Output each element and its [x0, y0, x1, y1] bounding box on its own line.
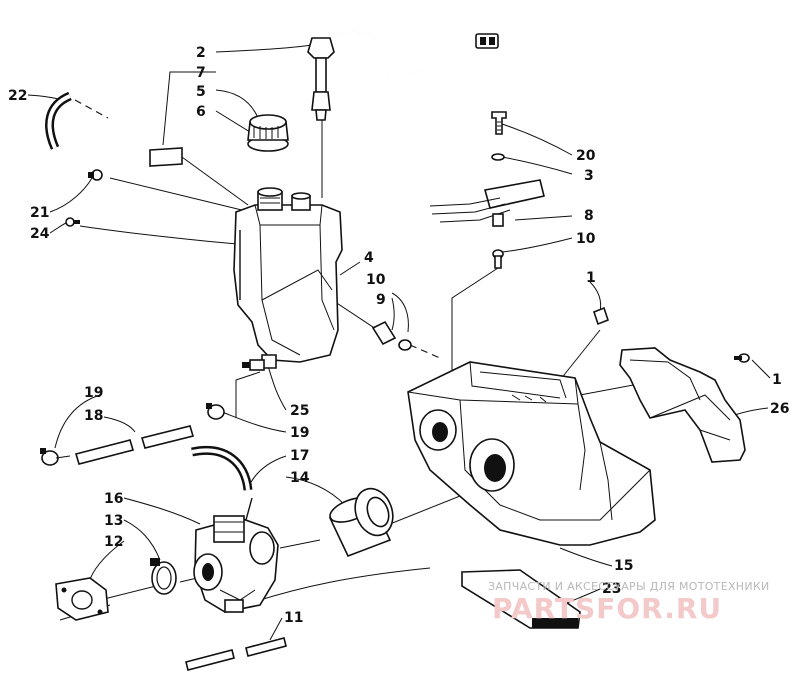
fuel-hose [74, 425, 195, 465]
screw-24 [65, 217, 80, 227]
impulse-hose [191, 446, 253, 491]
callout-22: 22 [8, 88, 27, 104]
callout-21: 21 [30, 205, 49, 221]
callout-1-top: 1 [586, 270, 596, 286]
tank-cap [247, 114, 289, 152]
tank-fitting [242, 359, 265, 371]
carburetor [193, 497, 279, 613]
callout-20: 20 [576, 148, 596, 164]
switch-assembly [429, 111, 545, 269]
callout-8: 8 [584, 208, 594, 224]
drain-hose [185, 637, 287, 671]
airbox-gasket [461, 569, 581, 629]
callout-24: 24 [30, 226, 50, 242]
callout-14: 14 [290, 470, 310, 486]
leader-lines [27, 43, 771, 641]
vent-hose [45, 91, 72, 150]
callout-2: 2 [196, 45, 206, 61]
callout-19-left: 19 [84, 385, 103, 401]
callout-18: 18 [84, 408, 103, 424]
oil-tank [233, 187, 343, 369]
callout-26: 26 [770, 401, 789, 417]
callout-6: 6 [196, 104, 206, 120]
callout-4: 4 [364, 250, 374, 266]
screw-1 [734, 353, 750, 363]
callout-13: 13 [104, 513, 123, 529]
callout-17: 17 [290, 448, 309, 464]
carb-clamp [150, 558, 177, 595]
watermark: ЗАПЧАСТИ И АКСЕССУАРЫ ДЛЯ МОТОТЕХНИКИ PA… [488, 580, 770, 625]
callout-16: 16 [104, 491, 123, 507]
screw-21 [88, 169, 103, 181]
callout-7: 7 [196, 65, 206, 81]
decal [149, 147, 183, 167]
callout-9: 9 [376, 292, 386, 308]
callout-1-right: 1 [772, 372, 782, 388]
callout-3: 3 [584, 168, 594, 184]
bracket [619, 347, 746, 463]
watermark-logo: PARTSFOR.RU [492, 592, 722, 625]
choke-cable [307, 30, 499, 121]
watermark-subtitle: ЗАПЧАСТИ И АКСЕССУАРЫ ДЛЯ МОТОТЕХНИКИ [488, 580, 770, 593]
callout-10-right: 10 [576, 231, 596, 247]
callout-15: 15 [614, 558, 633, 574]
callout-25: 25 [290, 403, 309, 419]
intake-boot [328, 487, 394, 558]
hose-clamp-right [206, 403, 225, 420]
fastener [593, 306, 609, 326]
callout-labels: 2 7 5 6 22 21 24 4 10 9 20 3 8 10 1 1 26… [8, 45, 789, 626]
callout-11: 11 [284, 610, 303, 626]
airbox [407, 361, 656, 546]
intake-flange [55, 577, 109, 621]
hose-clamp-left [40, 448, 71, 466]
callout-23: 23 [602, 581, 621, 597]
callout-10-left: 10 [366, 272, 386, 288]
callout-12: 12 [104, 534, 123, 550]
spacer [371, 320, 412, 351]
callout-5: 5 [196, 84, 206, 100]
callout-19-right: 19 [290, 425, 309, 441]
